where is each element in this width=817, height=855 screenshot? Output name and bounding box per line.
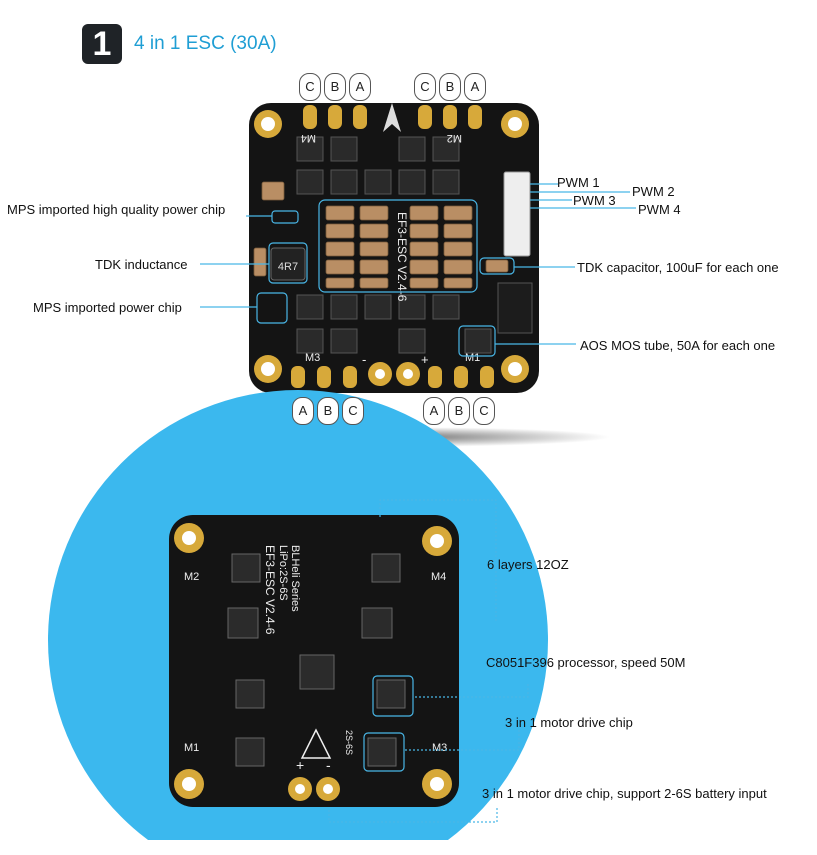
annotation-layers: 6 layers 12OZ	[487, 557, 569, 572]
board1-m1-label: M1	[465, 352, 480, 364]
board1-silkscreen: EF3-ESC V2.4-6	[395, 212, 409, 302]
inductor-marking: 4R7	[278, 261, 298, 273]
board1-m2-label: M2	[447, 132, 462, 144]
board2-voltage-label: 2S-6S	[344, 730, 354, 755]
annotation-tdk-capacitor: TDK capacitor, 100uF for each one	[577, 260, 779, 275]
warning-triangle-icon	[300, 728, 332, 759]
pad-label: C	[414, 73, 436, 101]
board1-m4-label: M4	[301, 132, 316, 144]
annotation-mps-power: MPS imported power chip	[33, 300, 182, 315]
board2-silk-model: EF3-ESC V2.4-6	[263, 545, 277, 635]
aos-mos-highlight	[458, 325, 496, 357]
esc-board-top: 4R7 EF3-ESC V2.4-6 M4 M2 M3 M1 - +	[249, 103, 539, 393]
board1-minus-label: -	[362, 352, 366, 367]
board1-plus-label: +	[421, 352, 429, 367]
pad-label: A	[349, 73, 371, 101]
annotation-mps-quality: MPS imported high quality power chip	[7, 202, 226, 217]
top-callout-lines	[200, 183, 636, 345]
mosfets-top	[296, 136, 492, 354]
pad-label: C	[473, 397, 495, 425]
tdk-cap-highlight	[479, 257, 515, 275]
pad-label: C	[299, 73, 321, 101]
annotation-processor: C8051F396 processor, speed 50M	[486, 655, 686, 670]
processor-highlight	[372, 675, 414, 717]
capacitor-highlight	[318, 199, 478, 293]
annotation-aos-mos: AOS MOS tube, 50A for each one	[580, 338, 776, 353]
board2-silk-series: BLHeli Series	[289, 545, 301, 612]
capacitor-array	[253, 181, 509, 289]
pin-header	[497, 282, 533, 334]
board1-m3-label: M3	[305, 352, 320, 364]
pad-label: B	[317, 397, 339, 425]
pad-label: A	[423, 397, 445, 425]
pwm2-label: PWM 2	[632, 184, 675, 199]
bottom-callout-lines	[328, 499, 529, 823]
board2-m3-label: M3	[432, 742, 447, 754]
inductor	[270, 247, 306, 281]
mps-chip-highlight	[256, 292, 288, 324]
annotation-tdk-inductance: TDK inductance	[95, 257, 188, 272]
pad-label: B	[439, 73, 461, 101]
mounting-holes-top	[254, 110, 529, 383]
mounting-holes-bottom	[174, 523, 452, 799]
pwm1-label: PWM 1	[557, 175, 600, 190]
pwm4-label: PWM 4	[638, 202, 681, 217]
section-number-badge: 1	[82, 24, 122, 64]
driver-chips	[227, 553, 406, 767]
pwm-connector	[503, 171, 531, 257]
pad-label: C	[342, 397, 364, 425]
pad-label: B	[448, 397, 470, 425]
pwm3-label: PWM 3	[573, 193, 616, 208]
section-title: 4 in 1 ESC (30A)	[134, 33, 277, 54]
inductor-highlight	[268, 242, 308, 284]
drive-chip-highlight	[363, 732, 405, 772]
pad-label: B	[324, 73, 346, 101]
board2-m2-label: M2	[184, 571, 199, 583]
annotation-drive-chip-battery: 3 in 1 motor drive chip, support 2-6S ba…	[482, 786, 767, 801]
pad-label: A	[464, 73, 486, 101]
pad-label: A	[292, 397, 314, 425]
board2-minus-label: -	[326, 757, 331, 773]
direction-arrow	[383, 103, 401, 132]
mps-quality-highlight	[271, 210, 299, 224]
board2-m1-label: M1	[184, 742, 199, 754]
board2-m4-label: M4	[431, 571, 446, 583]
annotation-drive-chip: 3 in 1 motor drive chip	[505, 715, 633, 730]
board2-silk-lipo: LiPo:2S-6S	[277, 545, 289, 601]
board2-plus-label: +	[296, 757, 304, 773]
esc-board-bottom: BLHeli Series LiPo:2S-6S EF3-ESC V2.4-6 …	[169, 515, 459, 807]
